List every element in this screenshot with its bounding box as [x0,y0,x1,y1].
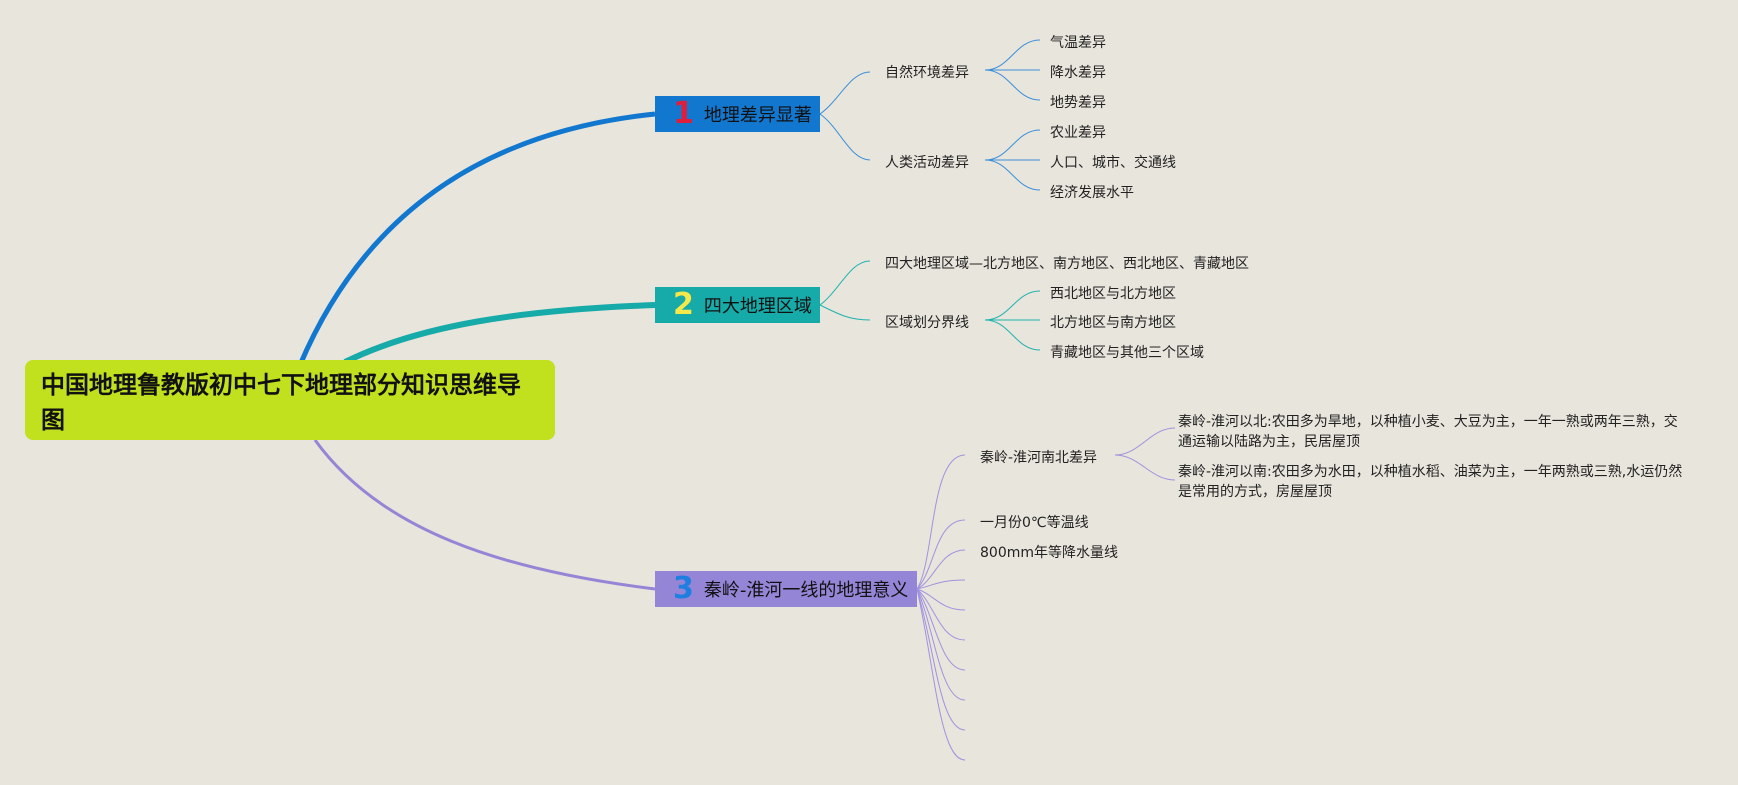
connector-b1-natural-3 [984,69,1041,101]
connector-b3-extra-2 [916,588,966,611]
connector-b3-isotherm [916,519,966,590]
topic-terrain-diff[interactable]: 地势差异 [1050,95,1106,111]
topic-800mm-isohyet[interactable]: 800mm年等降水量线 [980,545,1118,561]
topic-natural-diff[interactable]: 自然环境差异 [885,65,969,81]
connector-b3-extra-1 [916,579,966,590]
connector-b3-extra-7 [916,588,966,761]
connector-b3-isohyet [916,549,966,590]
topic-south-of-qinling[interactable]: 秦岭-淮河以南:农田多为水田，以种植水稻、油菜为主，一年两熟或三熟,水运仍然是常… [1178,464,1683,500]
branch-3-label: 秦岭-淮河一线的地理意义 [703,580,909,601]
connector-b3-extra-3 [916,588,966,641]
topic-four-regions[interactable]: 四大地理区域—北方地区、南方地区、西北地区、青藏地区 [885,256,1249,272]
connector-b3-extra-6 [916,588,966,731]
branch-1-number: 1 [673,96,694,131]
connector-b1-natural [819,71,871,115]
connector-b3-south [1114,454,1176,481]
topic-temperature-diff[interactable]: 气温差异 [1050,35,1106,51]
topic-qinling-diff[interactable]: 秦岭-淮河南北差异 [980,450,1098,466]
connector-b1-human-3 [984,159,1041,191]
branch-2[interactable]: 2 四大地理区域 [655,287,820,323]
topic-human-diff[interactable]: 人类活动差异 [885,155,969,171]
connector-b1-human [819,113,871,161]
connector-b3-extra-5 [916,588,966,701]
branch-2-label: 四大地理区域 [703,296,812,317]
connector-b2-boundary [819,304,871,321]
connector-b2-boundary-3 [984,319,1041,351]
topic-north-of-qinling[interactable]: 秦岭-淮河以北:农田多为旱地，以种植小麦、大豆为主，一年一熟或两年三熟，交通运输… [1178,414,1678,450]
branch-1[interactable]: 1 地理差异显著 [655,96,820,132]
connector-b3-diff [916,454,966,590]
topic-north-south[interactable]: 北方地区与南方地区 [1050,315,1176,331]
connector-b3-north [1114,427,1176,456]
topic-january-isotherm[interactable]: 一月份0℃等温线 [980,515,1089,531]
branch-3-number: 3 [673,571,694,606]
connector-b3-extra-4 [916,588,966,671]
connector-b1-human-1 [984,129,1041,161]
connector-b2-regions [819,260,871,306]
connector-b2-boundary-1 [984,290,1041,321]
connector-root-branch1 [297,111,656,366]
connector-root-branch3 [313,439,656,591]
connector-root-branch2 [343,302,656,365]
topic-tibet-others[interactable]: 青藏地区与其他三个区域 [1050,345,1204,361]
branch-3[interactable]: 3 秦岭-淮河一线的地理意义 [655,571,917,607]
topic-northwest-north[interactable]: 西北地区与北方地区 [1050,286,1176,302]
connector-b1-natural-1 [984,39,1041,71]
topic-population-city-transport[interactable]: 人口、城市、交通线 [1050,155,1176,171]
topic-agriculture-diff[interactable]: 农业差异 [1050,125,1106,141]
root-topic[interactable]: 中国地理鲁教版初中七下地理部分知识思维导图 [25,360,555,440]
topic-economic-level[interactable]: 经济发展水平 [1050,185,1134,201]
branch-2-number: 2 [673,287,694,322]
branch-1-label: 地理差异显著 [703,105,812,126]
root-title: 中国地理鲁教版初中七下地理部分知识思维导图 [41,371,521,434]
topic-region-boundaries[interactable]: 区域划分界线 [885,315,969,331]
topic-precipitation-diff[interactable]: 降水差异 [1050,65,1106,81]
